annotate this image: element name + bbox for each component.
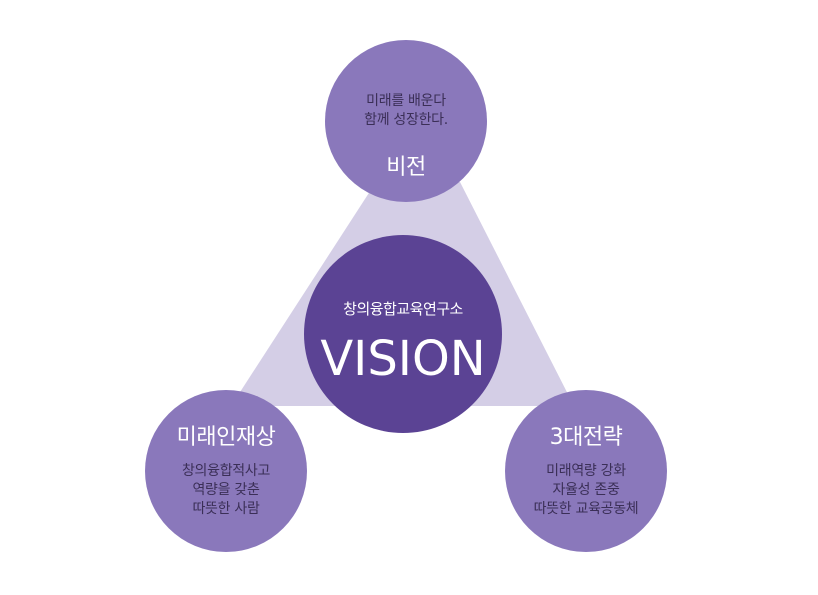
strategy-line: 미래역량 강화: [546, 463, 626, 479]
strategy-text: 미래역량 강화 자율성 존중 따뜻한 교육공동체: [505, 462, 667, 519]
strategy-circle: 3대전략 미래역량 강화 자율성 존중 따뜻한 교육공동체: [505, 390, 667, 552]
strategy-line: 자율성 존중: [552, 482, 620, 498]
vision-circle: 미래를 배운다 함께 성장한다. 비전: [325, 40, 487, 202]
talent-line: 역량을 갖춘: [192, 482, 260, 498]
talent-text: 창의융합적사고 역량을 갖춘 따뜻한 사람: [145, 462, 307, 519]
talent-line: 따뜻한 사람: [192, 501, 260, 517]
strategy-title: 3대전략: [549, 425, 623, 450]
vision-title: 비전: [386, 155, 426, 180]
vision-text: 미래를 배운다 함께 성장한다.: [325, 92, 487, 130]
talent-line: 창의융합적사고: [181, 463, 271, 479]
talent-circle: 미래인재상 창의융합적사고 역량을 갖춘 따뜻한 사람: [145, 390, 307, 552]
center-circle: 창의융합교육연구소 VISION: [304, 235, 502, 433]
strategy-line: 따뜻한 교육공동체: [533, 501, 639, 517]
center-subtitle: 창의융합교육연구소: [343, 300, 463, 318]
center-title: VISION: [320, 331, 486, 387]
talent-title: 미래인재상: [176, 425, 276, 450]
vision-line: 미래를 배운다: [366, 93, 446, 109]
vision-line: 함께 성장한다.: [364, 112, 448, 128]
